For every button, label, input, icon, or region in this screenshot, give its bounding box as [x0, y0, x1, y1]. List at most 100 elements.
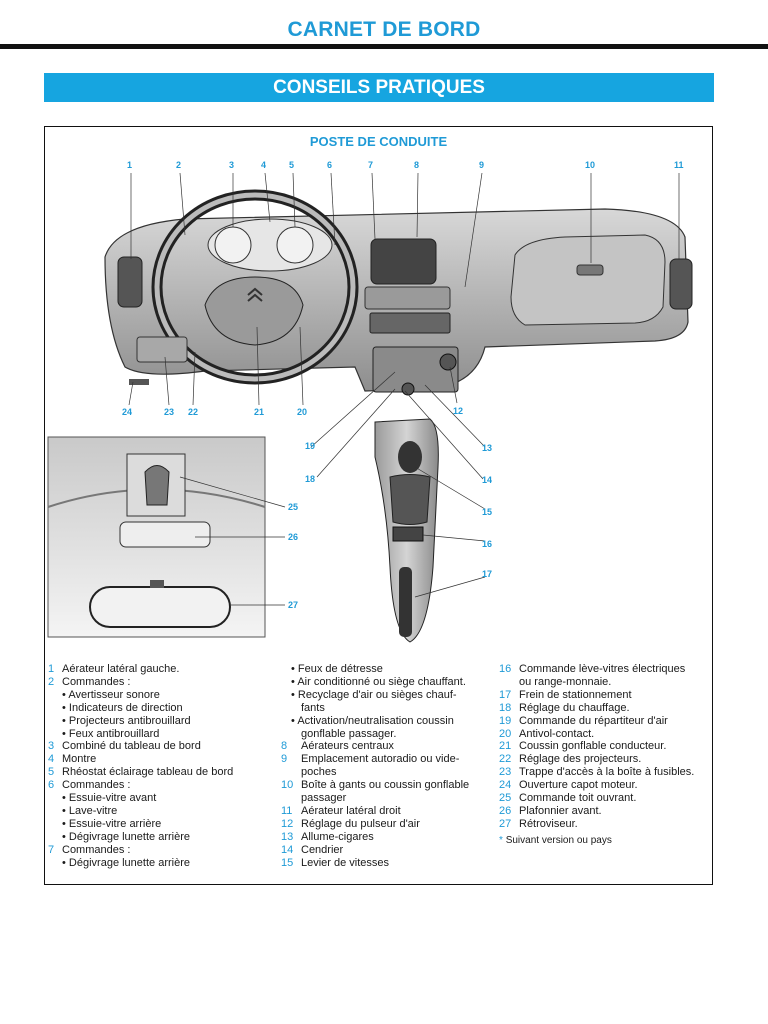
- figure-title: POSTE DE CONDUITE: [309, 134, 448, 149]
- citroen-logo: [247, 287, 263, 302]
- callout-5: 5: [289, 160, 294, 170]
- section-banner: CONSEILS PRATIQUES: [44, 73, 714, 102]
- legend-bullet: Essuie-vitre avant: [48, 792, 263, 805]
- legend-column-2: Feux de détresse Air conditionné ou sièg…: [281, 663, 484, 870]
- center-vents: [370, 238, 437, 285]
- callout-3: 3: [229, 160, 234, 170]
- callout-15: 15: [482, 507, 492, 517]
- legend-bullet: Feux de détresse: [281, 663, 484, 676]
- callout-12: 12: [453, 406, 463, 416]
- steering-wheel-inner: [154, 192, 356, 382]
- callout-21: 21: [254, 407, 264, 417]
- callout-19: 19: [305, 441, 315, 451]
- legend-bullet: Avertisseur sonore: [48, 689, 263, 702]
- legend-bullet: Lave-vitre: [48, 805, 263, 818]
- rev-counter: [276, 226, 314, 264]
- callout-2: 2: [176, 160, 181, 170]
- cigar-lighter: [401, 382, 415, 396]
- callout-26: 26: [288, 532, 298, 542]
- sunroof-knob: [144, 465, 170, 506]
- callout-10: 10: [585, 160, 595, 170]
- callout-9: 9: [479, 160, 484, 170]
- callout-13: 13: [482, 443, 492, 453]
- center-controls: [364, 286, 451, 310]
- dashboard-illustration: 1 2 3 4 5 6 7 8 9 10 11 12 13 14 15 16 1…: [47, 160, 693, 643]
- callout-20: 20: [297, 407, 307, 417]
- legend-bullet: Air conditionné ou siège chauffant.: [281, 676, 484, 689]
- left-vent: [117, 256, 143, 308]
- callout-25: 25: [288, 502, 298, 512]
- window-switches: [392, 526, 424, 542]
- document-title: CARNET DE BORD: [287, 18, 481, 41]
- callout-27: 27: [288, 600, 298, 610]
- legend-bullet: Dégivrage lunette arrière: [48, 831, 263, 844]
- callout-24: 24: [122, 407, 132, 417]
- callout-1: 1: [127, 160, 132, 170]
- legend-continuation: ou range-monnaie.: [519, 675, 612, 688]
- rearview-mirror: [89, 586, 231, 628]
- callout-14: 14: [482, 475, 492, 485]
- gear-lever-knob: [398, 441, 422, 473]
- legend-continuation: gonflable passager.: [301, 727, 397, 740]
- callout-11: 11: [674, 160, 684, 170]
- callout-numbers: 1 2 3 4 5 6 7 8 9 10 11 12 13 14 15 16 1…: [122, 160, 684, 610]
- legend-bullet: Feux antibrouillard: [48, 728, 263, 741]
- handbrake: [399, 567, 412, 637]
- legend-continuation: fants: [301, 701, 325, 714]
- glove-box: [510, 234, 666, 326]
- legend-continuation: passager: [301, 792, 347, 805]
- legend-bullet: Activation/neutralisation coussin: [281, 715, 484, 728]
- fan-knob: [439, 353, 457, 371]
- gear-boot: [389, 474, 431, 525]
- glove-box-handle: [576, 264, 604, 276]
- callout-22: 22: [188, 407, 198, 417]
- fuse-box-cover: [136, 336, 188, 363]
- heater-panel: [372, 346, 459, 393]
- legend-bullet: Dégivrage lunette arrière: [48, 857, 263, 870]
- callout-17: 17: [482, 569, 492, 579]
- callout-6: 6: [327, 160, 332, 170]
- airbag-hub: [204, 276, 304, 346]
- legend-bullet: Indicateurs de direction: [48, 702, 263, 715]
- callout-8: 8: [414, 160, 419, 170]
- right-vent: [669, 258, 693, 310]
- leader-lines: [128, 172, 680, 606]
- callout-16: 16: [482, 539, 492, 549]
- legend-bullet: Essuie-vitre arrière: [48, 818, 263, 831]
- radio-slot: [369, 312, 451, 334]
- mirror-mount: [150, 580, 164, 588]
- callout-7: 7: [368, 160, 373, 170]
- callout-23: 23: [164, 407, 174, 417]
- courtesy-light: [119, 521, 211, 548]
- title-rule: [0, 44, 768, 49]
- figure-frame: POSTE DE CONDUITE: [44, 126, 713, 885]
